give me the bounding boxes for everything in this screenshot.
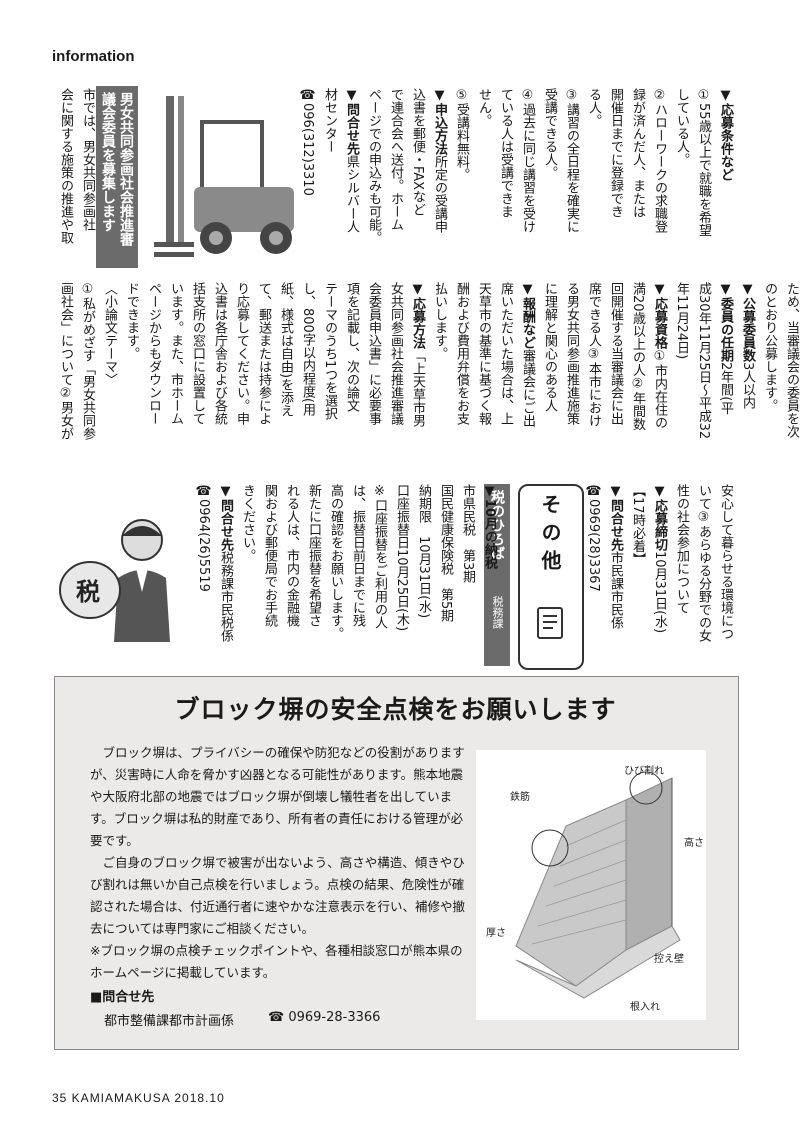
- block-wall-diagram: 鉄筋 ひび割れ 高さ 厚さ 控え壁 根入れ: [476, 750, 706, 1024]
- col-c-1: ▼公募委員数3人以内: [740, 282, 755, 410]
- tax-h0: ▼10月の納税: [482, 484, 497, 570]
- document-icon: [536, 606, 564, 644]
- label-rebar: 鉄筋: [510, 790, 530, 803]
- wall-paragraph-2: ご自身のブロック塀で被害が出ないよう、高さや構造、傾きやひび割れは無いか自己点検…: [90, 855, 466, 936]
- col-c-0: 組みについて、広く市民の 皆さまの意見を反映させる ため、当審議会の委員を次 の…: [762, 282, 799, 438]
- col-c-3: ▼応募資格①市内在住の 満20歳以上の人②年間数 回開催する当審議会に出 席でき…: [542, 282, 667, 431]
- section-header: information: [52, 48, 135, 65]
- tax-band: [484, 484, 510, 666]
- svg-text:税: 税: [76, 578, 100, 606]
- col-a-s2: ▼申込方法所定の受講申 込書を郵便・FAXなど で連合会へ送付。ホーム ページで…: [366, 88, 447, 244]
- label-buttress: 控え壁: [654, 952, 684, 965]
- block-wall-body: ブロック塀は、プライバシーの確保や防犯などの役割がありますが、災害時に人命を脅か…: [90, 742, 472, 984]
- wall-contact-dept: 都市整備課都市計画係: [104, 1014, 235, 1029]
- other-section-label: その他: [538, 494, 562, 578]
- col-b-text: 市では、男女共同参画社 会に関する施策の推進や取: [58, 88, 95, 244]
- wall-contact-tel[interactable]: ☎ 0969-28-3366: [268, 1010, 381, 1025]
- tax-text: ▼10月の納税 市県民税 第3期 国民健康保険税 第5期 納期限 10月31日(…: [192, 484, 500, 670]
- col-d-1: ▼応募締切10月31日(水) 【17時必着】: [630, 484, 667, 634]
- label-height: 高さ: [684, 836, 704, 849]
- col-d-0: 安心して暮らせる環境につ いて③あらゆる分野での女 性の社会参加について: [674, 484, 733, 642]
- recruit-column-b: 市では、男女共同参画社 会に関する施策の推進や取: [54, 88, 98, 268]
- label-footing: 根入れ: [630, 1000, 660, 1013]
- recruit-column-a: ▼応募条件など ①55歳以上で就職を希望 している人。 ②ハローワークの求職登 …: [296, 88, 736, 268]
- tax-dept-label: 税務課: [491, 596, 504, 629]
- col-c-5: ▼応募方法「上天草市男 女共同参画社会推進審議 会委員申込書」に必要事 項を記載…: [58, 282, 425, 440]
- col-c-2: ▼委員の任期2年間(平 成30年11月25日～平成32 年11月24日): [674, 282, 733, 440]
- tax-t1: 市県民税 第3期 国民健康保険税 第5期 納期限 10月31日(水) 口座振替日…: [240, 484, 475, 640]
- col-d-2: ▼問合せ先市民課市民係 ☎0969(28)3367: [586, 484, 623, 629]
- recruit-column-c: 組みについて、広く市民の 皆さまの意見を反映させる ため、当審議会の委員を次 の…: [54, 282, 800, 470]
- col-a-h0: ▼応募条件など: [718, 88, 733, 181]
- wall-paragraph-1: ブロック塀は、プライバシーの確保や防犯などの役割がありますが、災害時に人命を脅か…: [90, 745, 465, 848]
- col-a-s3: ▼問合せ先県シルバー人 材センター ☎096(312)3310: [300, 88, 359, 233]
- tax-person-illustration: 税: [56, 512, 180, 648]
- col-c-4: ▼報酬など審議会にご出 席いただいた場合は、上 天草市の基準に基づく報 酬および…: [432, 282, 535, 427]
- forklift-illustration: [152, 92, 302, 266]
- other-section-box: [518, 484, 584, 670]
- block-wall-title: ブロック塀の安全点検をお願いします: [174, 695, 617, 724]
- page-footer: 35 KAMIAMAKUSA 2018.10: [52, 1091, 225, 1105]
- recruit-column-d: 安心して暮らせる環境につ いて③あらゆる分野での女 性の社会参加について ▼応募…: [582, 484, 736, 668]
- tax-s2: ▼問合せ先税務課市民税係 ☎0964(26)5519: [196, 484, 233, 642]
- wall-contact-heading: ■問合せ先: [90, 990, 155, 1005]
- label-thickness: 厚さ: [486, 927, 506, 939]
- tax-section-title: 税のひろば: [489, 490, 505, 560]
- recruit-band-title: 男女共同参画社会推進審 議会委員を募集します: [96, 86, 138, 268]
- wall-paragraph-3: ※ブロック塀の点検チェックポイントや、各種相談窓口が熊本県のホームページに掲載し…: [90, 943, 463, 980]
- col-a-t1: ①55歳以上で就職を希望 している人。 ②ハローワークの求職登 録が済んだ人、ま…: [454, 88, 711, 237]
- label-crack: ひび割れ: [624, 764, 664, 777]
